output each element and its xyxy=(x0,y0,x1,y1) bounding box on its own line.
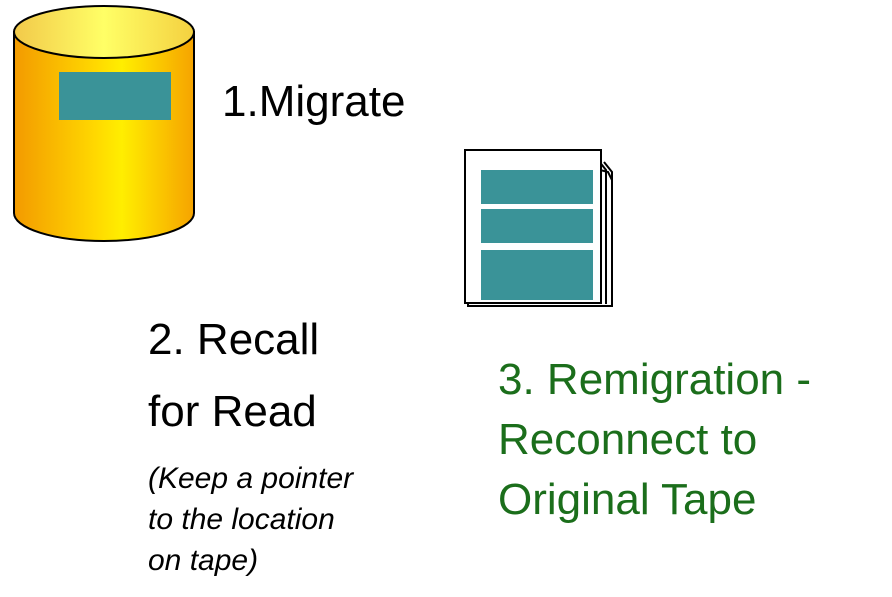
step-migrate-label: 1.Migrate xyxy=(222,77,406,126)
disk-cylinder-icon xyxy=(13,5,195,242)
step-remigration-label: 3. Remigration - Reconnect to Original T… xyxy=(498,355,812,524)
recall-note: (Keep a pointer to the location on tape) xyxy=(148,462,354,577)
tape-data-block-3 xyxy=(481,250,593,300)
tape-data-block-2 xyxy=(481,209,593,243)
disk-data-block xyxy=(59,72,171,120)
tape-data-block-1 xyxy=(481,170,593,204)
step-recall-label-line2: for Read xyxy=(148,387,317,436)
step-recall-label: 2. Recall xyxy=(148,315,320,364)
